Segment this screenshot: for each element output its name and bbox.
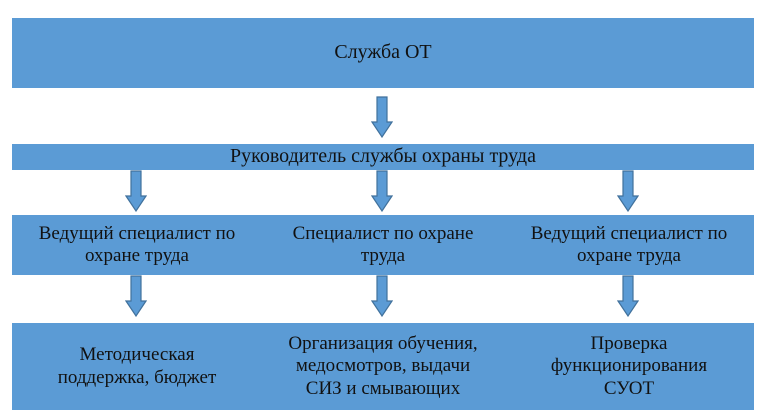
specialist-line: труда: [360, 245, 406, 266]
specialist-line: охране труда: [576, 245, 681, 266]
task-line: Организация обучения,: [288, 332, 478, 354]
specialist-line: Специалист по охране: [292, 222, 474, 244]
specialist-line: охране труда: [84, 245, 189, 266]
task-text: Проверка функционирования СУОТ: [551, 333, 707, 400]
specialist-box: Специалист по охране труда: [262, 215, 504, 275]
task-text: Организация обучения, медосмотров, выдач…: [288, 333, 477, 400]
specialist-text: Ведущий специалист по охране труда: [39, 223, 236, 268]
specialist-line: Ведущий специалист по: [530, 222, 728, 244]
lead-specialist-box-2: Ведущий специалист по охране труда: [504, 215, 754, 275]
arrow-down-icon: [125, 170, 147, 212]
head-of-service-box: Руководитель службы охраны труда: [12, 144, 754, 170]
arrow-down-icon: [371, 275, 393, 317]
task-box-training: Организация обучения, медосмотров, выдач…: [262, 323, 504, 410]
service-ot-label: Служба ОТ: [334, 41, 432, 64]
task-line: медосмотров, выдачи: [295, 355, 471, 377]
specialist-line: Ведущий специалист по: [38, 222, 236, 244]
task-line: Проверка: [590, 332, 668, 354]
arrow-down-icon: [371, 96, 393, 138]
arrow-down-icon: [125, 275, 147, 317]
task-line: функционирования: [550, 355, 708, 377]
arrow-down-icon: [617, 170, 639, 212]
task-text: Методическая поддержка, бюджет: [58, 344, 217, 389]
task-line: Методическая: [79, 344, 195, 366]
task-line: СИЗ и смывающих: [305, 377, 461, 399]
specialist-text: Специалист по охране труда: [293, 223, 474, 268]
service-ot-box: Служба ОТ: [12, 18, 754, 88]
task-line: СУОТ: [603, 377, 655, 399]
task-box-methodology: Методическая поддержка, бюджет: [12, 323, 262, 410]
head-of-service-label: Руководитель службы охраны труда: [230, 145, 536, 168]
arrow-down-icon: [617, 275, 639, 317]
task-box-audit: Проверка функционирования СУОТ: [504, 323, 754, 410]
arrow-down-icon: [371, 170, 393, 212]
task-line: поддержка, бюджет: [57, 366, 217, 388]
lead-specialist-box-1: Ведущий специалист по охране труда: [12, 215, 262, 275]
specialist-text: Ведущий специалист по охране труда: [531, 223, 728, 268]
